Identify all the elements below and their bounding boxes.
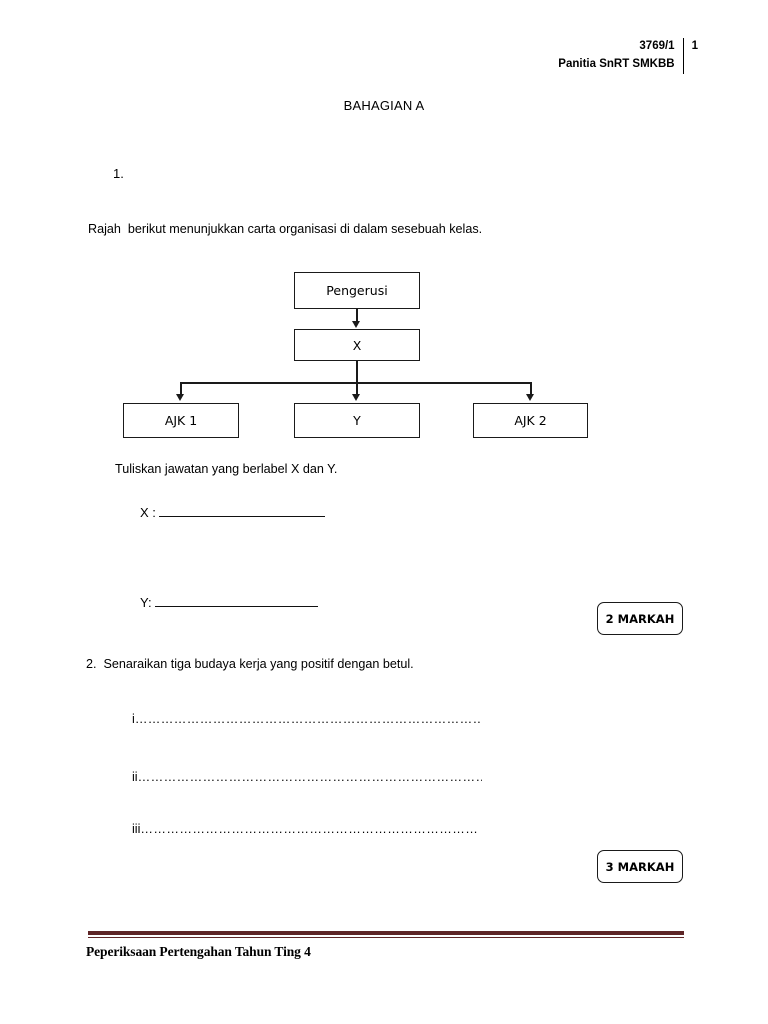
answer-roman-ii: ii (132, 770, 138, 784)
orgchart-node-pengerusi: Pengerusi (294, 272, 420, 309)
connector-drop-ajk1 (180, 382, 182, 395)
answer-rule-y[interactable] (154, 605, 318, 607)
answer-label-x: X : (140, 505, 156, 520)
orgchart-node-x: X (294, 329, 420, 361)
header-identifier-block: 3769/1 Panitia SnRT SMKBB (558, 38, 682, 74)
arrowhead-to-ajk1-icon (176, 394, 184, 401)
connector-pengerusi-to-x (356, 309, 358, 323)
orgchart-node-ajk1: AJK 1 (123, 403, 239, 438)
arrowhead-to-ajk2-icon (526, 394, 534, 401)
connector-x-to-bus (356, 361, 358, 382)
answer-row-i[interactable]: i ……………………………………………………………………………………………………… (132, 712, 481, 726)
page-number: 1 (691, 40, 698, 52)
answer-row-y[interactable]: Y: (140, 595, 318, 610)
answer-dots-i[interactable]: …………………………………………………………………………………………………………… (134, 712, 481, 726)
arrowhead-to-y-icon (352, 394, 360, 401)
orgchart-node-ajk2: AJK 2 (473, 403, 588, 438)
marks-badge-question-2: 3 MARKAH (597, 850, 683, 883)
document-header: 3769/1 Panitia SnRT SMKBB 1 (558, 38, 698, 74)
footer-rule-thick (88, 931, 684, 935)
header-vertical-divider (682, 38, 684, 74)
connector-drop-ajk2 (530, 382, 532, 395)
organisation-chart: Pengerusi X AJK 1 Y AJK 2 (0, 265, 768, 450)
question-1-prompt: Tuliskan jawatan yang berlabel X dan Y. (115, 462, 338, 476)
answer-roman-iii: iii (132, 822, 141, 836)
answer-label-y: Y: (140, 595, 152, 610)
answer-dots-ii[interactable]: …………………………………………………………………………………………………………… (137, 770, 482, 784)
footer-text: Peperiksaan Pertengahan Tahun Ting 4 (86, 944, 311, 959)
question-1-number: 1. (113, 166, 124, 181)
marks-badge-question-1: 2 MARKAH (597, 602, 683, 635)
orgchart-node-y: Y (294, 403, 420, 438)
answer-rule-x[interactable] (158, 515, 325, 517)
answer-row-ii[interactable]: ii …………………………………………………………………………………………………… (132, 770, 482, 784)
arrowhead-to-x-icon (352, 321, 360, 328)
connector-drop-y (356, 382, 358, 395)
institution-name: Panitia SnRT SMKBB (558, 57, 675, 70)
question-1-stem: Rajah berikut menunjukkan carta organisa… (88, 222, 483, 236)
answer-dots-iii[interactable]: ………………………………………………………………………………………………………… (140, 822, 479, 836)
answer-row-iii[interactable]: iii ………………………………………………………………………………………………… (132, 822, 478, 836)
answer-row-x[interactable]: X : (140, 505, 325, 520)
section-title: BAHAGIAN A (343, 98, 425, 113)
paper-code: 3769/1 (639, 40, 675, 52)
question-2-stem: 2. Senaraikan tiga budaya kerja yang pos… (86, 657, 414, 671)
footer-rule-thin (88, 937, 684, 938)
answer-roman-i: i (132, 712, 135, 726)
